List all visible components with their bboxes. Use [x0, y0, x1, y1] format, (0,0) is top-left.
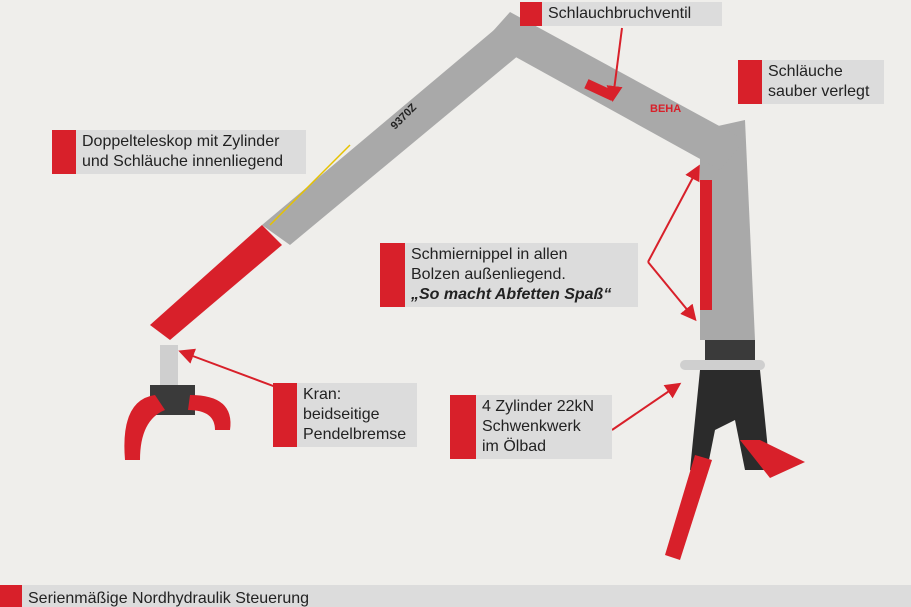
callout-text: Doppelteleskop mit Zylinder [82, 133, 280, 150]
outer-boom [262, 25, 525, 245]
crane-column [700, 120, 755, 340]
callout-hoses: Schläuche sauber verlegt [738, 60, 884, 104]
callout-slewing: 4 Zylinder 22kN Schwenkwerk im Ölbad [450, 395, 612, 459]
callout-text: Schläuche [768, 63, 843, 80]
callout-text: beidseitige [303, 406, 380, 423]
callout-text: und Schläuche innenliegend [82, 153, 284, 170]
crane-base [665, 340, 805, 560]
grapple [124, 345, 231, 460]
callout-text: Kran: [303, 386, 342, 403]
telescope [150, 225, 282, 340]
callout-text: Pendelbremse [303, 426, 407, 443]
callout-text: Schwenkwerk [482, 418, 581, 435]
callout-text: 4 Zylinder 22kN [482, 398, 595, 415]
brand-logo: BEHA [650, 103, 681, 115]
footer-label: Serienmäßige Nordhydraulik Steuerung [28, 590, 310, 607]
main-boom [485, 12, 745, 170]
callout-text: Schmiernippel in allen [411, 246, 568, 263]
callout-hose-valve: Schlauchbruchventil [520, 2, 722, 26]
callout-text: sauber verlegt [768, 83, 870, 100]
callout-text: im Ölbad [482, 438, 547, 455]
callout-text: Schlauchbruchventil [548, 5, 692, 22]
callout-text: Bolzen außenliegend. [411, 266, 566, 283]
callout-slogan: „So macht Abfetten Spaß“ [411, 286, 612, 303]
callout-telescope: Doppelteleskop mit Zylinder und Schläuche… [52, 130, 306, 174]
footer-bar: Serienmäßige Nordhydraulik Steuerung [0, 585, 911, 607]
